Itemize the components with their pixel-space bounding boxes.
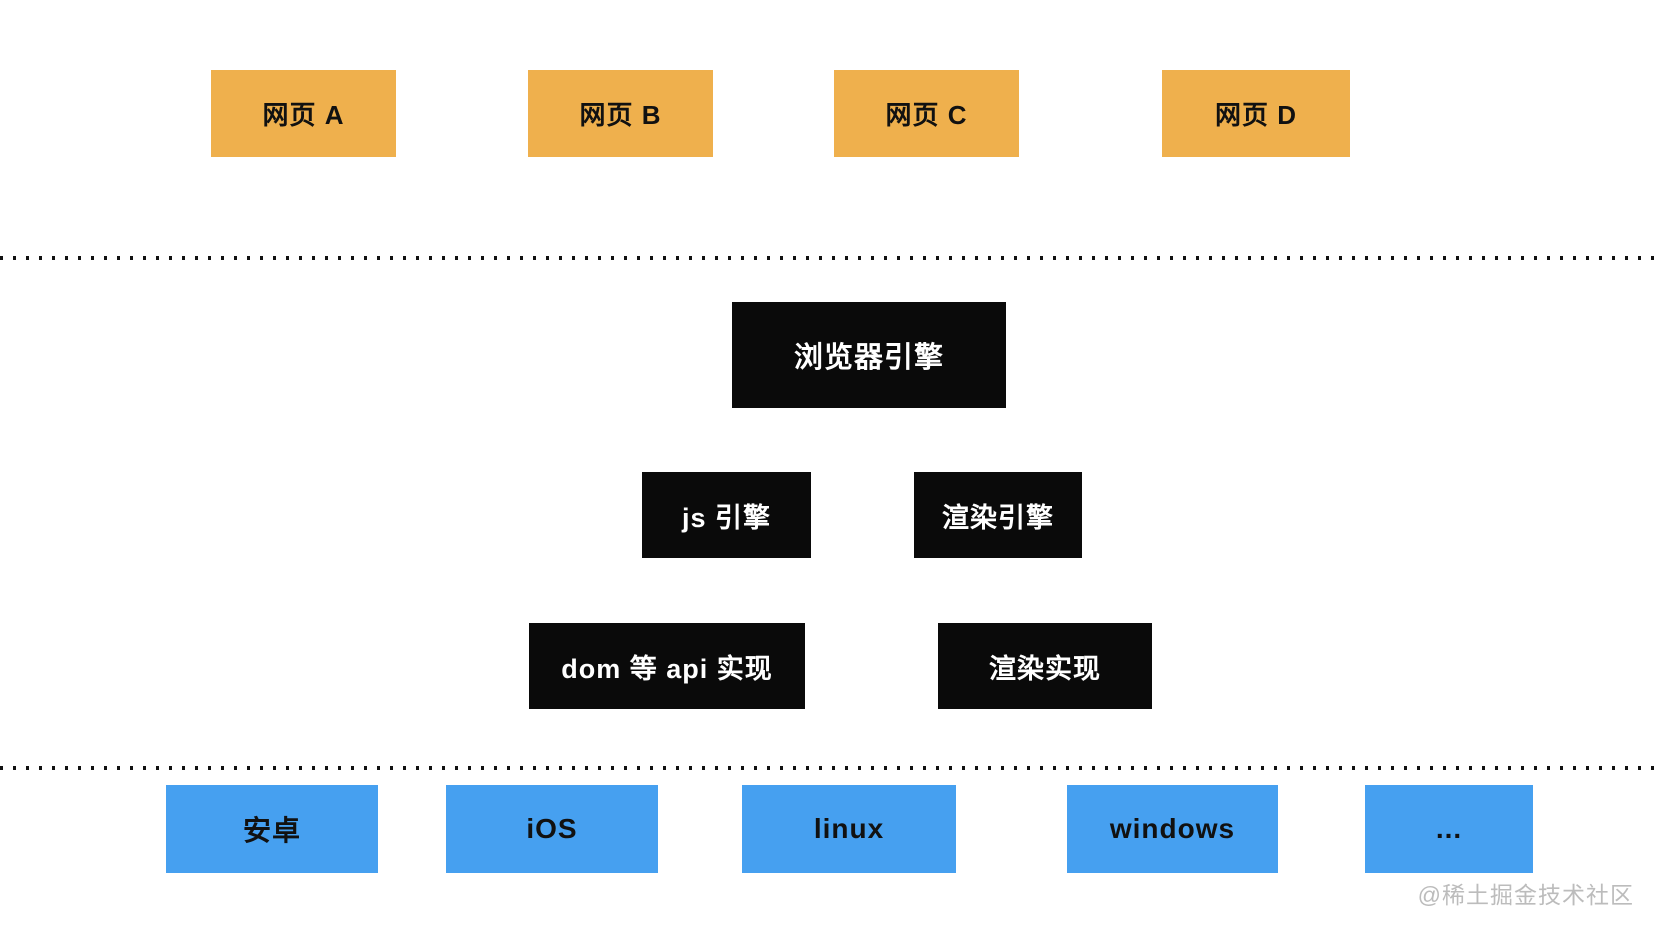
render-engine-label: 渲染引擎 (942, 502, 1054, 533)
js-engine-box: js 引擎 (642, 472, 811, 558)
dom-api-impl-box: dom 等 api 实现 (529, 623, 805, 709)
platform-linux-box: linux (742, 785, 956, 873)
platform-linux-label: linux (813, 813, 885, 844)
webpage-a-box: 网页 A (211, 70, 396, 157)
platform-more-box: ... (1365, 785, 1533, 873)
webpage-c-box: 网页 C (834, 70, 1019, 157)
platform-more-label: ... (1435, 813, 1463, 844)
platform-windows-label: windows (1109, 813, 1236, 844)
render-impl-box: 渲染实现 (938, 623, 1152, 709)
webpage-b-box: 网页 B (528, 70, 713, 157)
platform-ios-label: iOS (526, 813, 578, 844)
separator-dotted-bottom (0, 766, 1656, 770)
js-engine-label: js 引擎 (681, 502, 772, 533)
platform-ios-box: iOS (446, 785, 658, 873)
webpage-d-label: 网页 D (1214, 100, 1297, 130)
platform-android-box: 安卓 (166, 785, 378, 873)
watermark-text: @稀土掘金技术社区 (1417, 882, 1634, 908)
separator-dotted-top (0, 256, 1656, 260)
browser-engine-label: 浏览器引擎 (793, 342, 944, 374)
webpage-b-label: 网页 B (579, 100, 662, 130)
render-impl-label: 渲染实现 (989, 653, 1101, 684)
webpage-d-box: 网页 D (1162, 70, 1350, 157)
render-engine-box: 渲染引擎 (914, 472, 1082, 558)
platform-windows-box: windows (1067, 785, 1278, 873)
webpage-c-label: 网页 C (885, 100, 968, 130)
browser-engine-box: 浏览器引擎 (732, 302, 1006, 408)
dom-api-impl-label: dom 等 api 实现 (561, 653, 773, 684)
platform-android-label: 安卓 (242, 815, 301, 846)
webpage-a-label: 网页 A (262, 100, 345, 130)
